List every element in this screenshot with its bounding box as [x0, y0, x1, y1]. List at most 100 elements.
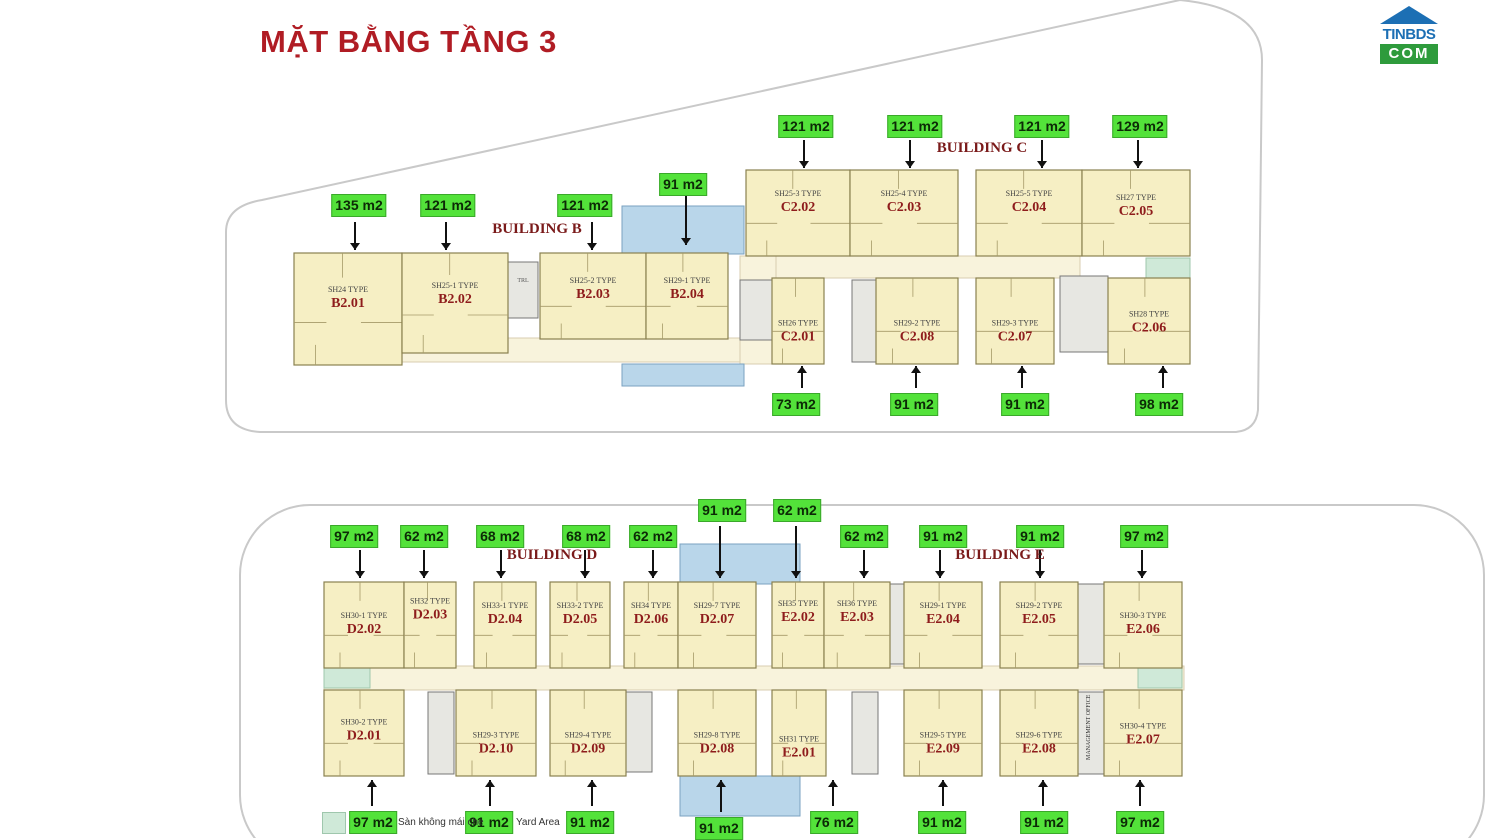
unit-type-label: SH26 TYPE — [778, 318, 818, 327]
area-pointer-arrow — [905, 140, 915, 168]
unit-outline — [473, 581, 537, 669]
unit-code: D2.09 — [571, 741, 606, 756]
area-pointer-arrow — [935, 550, 945, 578]
unit-type-label: SH29-2 TYPE — [894, 318, 941, 327]
unit-room-lines — [550, 690, 626, 776]
unit-outline — [771, 277, 825, 365]
unit-type-label: SH29-8 TYPE — [694, 730, 741, 739]
unit-room-lines — [324, 582, 404, 668]
stair-zone — [621, 205, 745, 255]
unit-type-label: SH29-3 TYPE — [992, 318, 1039, 327]
logo: TINBDS COM — [1376, 6, 1442, 66]
legend-text: Yard Area — [516, 817, 560, 828]
area-label: 91 m2 — [465, 811, 513, 834]
unit-room-lines — [904, 582, 982, 668]
area-pointer-arrow — [1035, 550, 1045, 578]
corridor — [739, 255, 1081, 279]
unit-outline — [1103, 581, 1183, 669]
unit-type-label: SH25-3 TYPE — [775, 189, 822, 198]
unit-code: C2.01 — [781, 329, 816, 344]
unit-type-label: SH29-5 TYPE — [920, 730, 967, 739]
unit-code: E2.08 — [1022, 741, 1056, 756]
unit-room-lines — [746, 170, 850, 256]
service-core — [1077, 691, 1105, 775]
balcony-zone — [323, 667, 371, 689]
apartment-unit: SH26 TYPE C2.01 — [771, 277, 825, 365]
service-core — [851, 279, 877, 363]
unit-code: E2.01 — [782, 746, 816, 761]
unit-type-label: SH34 TYPE — [631, 601, 671, 610]
unit-type-label: SH25-5 TYPE — [1006, 189, 1053, 198]
building-name: BUILDING E — [955, 547, 1045, 563]
area-pointer-arrow — [648, 550, 658, 578]
area-pointer-arrow — [681, 196, 691, 245]
area-label: 91 m2 — [698, 499, 746, 522]
unit-room-lines — [404, 582, 456, 668]
unit-room-lines — [824, 582, 890, 668]
unit-room-lines — [1082, 170, 1190, 256]
unit-outline — [823, 581, 891, 669]
unit-outline — [1107, 277, 1191, 365]
unit-type-label: SH30-2 TYPE — [341, 717, 388, 726]
toilet-label: TRL — [517, 278, 529, 284]
unit-type-label: SH36 TYPE — [837, 599, 877, 608]
service-core — [889, 583, 905, 665]
apartment-unit: SH36 TYPE E2.03 — [823, 581, 891, 669]
area-label: 97 m2 — [349, 811, 397, 834]
unit-room-lines — [850, 170, 958, 256]
unit-outline — [549, 581, 611, 669]
unit-room-lines — [550, 582, 610, 668]
unit-type-label: SH30-1 TYPE — [341, 611, 388, 620]
area-pointer-arrow — [355, 550, 365, 578]
unit-code: D2.08 — [700, 741, 735, 756]
area-pointer-arrow — [799, 140, 809, 168]
unit-room-lines — [324, 690, 404, 776]
apartment-unit: SH33-2 TYPE D2.05 — [549, 581, 611, 669]
service-core — [1059, 275, 1109, 353]
unit-type-label: SH29-4 TYPE — [565, 730, 612, 739]
unit-code: C2.04 — [1012, 200, 1047, 215]
unit-outline — [903, 581, 983, 669]
unit-room-lines — [402, 253, 508, 353]
unit-type-label: SH30-3 TYPE — [1120, 611, 1167, 620]
unit-code: D2.06 — [634, 612, 669, 627]
unit-room-lines — [876, 278, 958, 364]
unit-room-lines — [976, 278, 1054, 364]
area-label: 129 m2 — [1112, 115, 1168, 138]
building-name: BUILDING C — [936, 140, 1028, 156]
unit-room-lines — [678, 690, 756, 776]
unit-code: D2.07 — [700, 612, 735, 627]
apartment-unit: SH29-2 TYPE C2.08 — [875, 277, 959, 365]
unit-outline — [849, 169, 959, 257]
unit-code: E2.03 — [840, 610, 874, 625]
area-pointer-arrow — [441, 222, 451, 250]
area-pointer-arrow — [1017, 366, 1027, 388]
legend-text: Sàn không mái che — [398, 817, 484, 828]
unit-outline — [677, 581, 757, 669]
unit-type-label: SH25-4 TYPE — [881, 189, 928, 198]
area-label: 62 m2 — [840, 525, 888, 548]
legend-swatch — [322, 812, 346, 834]
logo-house-icon — [1380, 6, 1438, 24]
corridor — [323, 665, 1185, 691]
unit-outline — [1081, 169, 1191, 257]
unit-type-label: SH33-2 TYPE — [557, 601, 604, 610]
service-core — [427, 691, 455, 775]
unit-outline — [771, 689, 827, 777]
unit-type-label: SH24 TYPE — [328, 285, 368, 294]
service-core — [1077, 583, 1105, 665]
area-pointer-arrow — [859, 550, 869, 578]
unit-type-label: SH29-6 TYPE — [1016, 730, 1063, 739]
unit-outline — [999, 689, 1079, 777]
unit-code: D2.05 — [563, 612, 598, 627]
area-label: 91 m2 — [1016, 525, 1064, 548]
unit-code: C2.08 — [900, 329, 935, 344]
